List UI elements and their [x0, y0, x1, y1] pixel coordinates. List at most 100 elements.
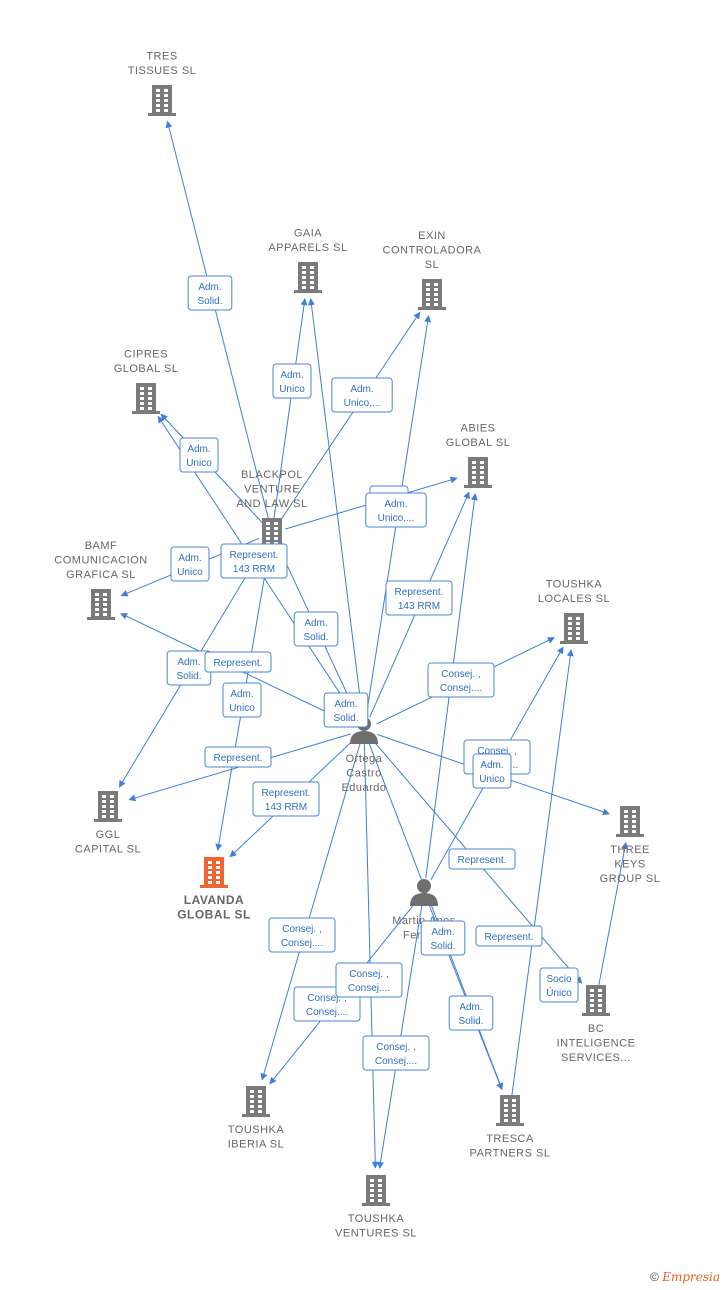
node-label: AND LAW SL: [236, 498, 307, 510]
edge-label-box: [204, 746, 272, 768]
edge-label-ortega-to-ggl[interactable]: Represent.: [204, 746, 272, 768]
edge-label-blackpol-to-tres[interactable]: Adm. Solid.: [187, 275, 233, 311]
edge-label-text: Consej....: [281, 938, 323, 949]
edge-label-box: [222, 682, 262, 718]
edge-label-blackpol-to-cipres[interactable]: Adm.Unico: [179, 437, 219, 473]
edge-label-ortega-to-toushka_iberia[interactable]: Consej. ,Consej....: [268, 917, 336, 953]
building-icon: [132, 383, 160, 414]
edge-label-text: Consej. ,: [349, 969, 388, 980]
edge-label-text: Consej....: [306, 1007, 348, 1018]
edge-label-box: [323, 692, 369, 728]
copyright-symbol: ©: [650, 1270, 659, 1284]
edge-label-text: Adm.: [459, 1002, 482, 1013]
edge-label-text: Consej. ,: [376, 1042, 415, 1053]
edge-label-ortega-to-bc[interactable]: Represent.: [475, 925, 543, 947]
edge-label-ortega-to-gaia[interactable]: Adm.Solid.: [293, 611, 339, 647]
building-icon: [496, 1095, 524, 1126]
edge-label-blackpol-to-gaia[interactable]: Adm.Unico: [272, 363, 312, 399]
edge-label-ortega-to-exin[interactable]: Adm.Unico,...: [365, 492, 427, 528]
edge-label-text: Represent.: [485, 932, 534, 943]
edge-label-box: [420, 920, 466, 956]
edge-label-text: Adm.: [230, 689, 253, 700]
edge-label-blackpol-to-exin[interactable]: Adm. Unico,...: [331, 377, 393, 413]
edge-label-ortega-to-lavanda[interactable]: Represent.143 RRM: [252, 781, 320, 817]
building-icon: [362, 1175, 390, 1206]
edge-label-text: Adm.: [350, 384, 373, 395]
edge-label-box: [539, 967, 579, 1003]
edge-label-ortega-to-abies[interactable]: Represent.143 RRM: [385, 580, 453, 616]
edge-label-text: Represent.: [262, 788, 311, 799]
edge-label-text: Adm.: [280, 370, 303, 381]
node-label: Ortega: [346, 753, 383, 765]
person-icon: [410, 879, 438, 906]
edge-label-ortega-to-blackpol[interactable]: Represent.143 RRM: [220, 543, 288, 579]
edge-label-blackpol-to-ggl[interactable]: Adm.Solid.: [166, 650, 212, 686]
edge-label-ortega-to-toushka_locales[interactable]: Consej. ,Consej....: [427, 662, 495, 698]
edge-label-text: Adm.: [187, 444, 210, 455]
edge-label-blackpol-to-lavanda[interactable]: Adm.Unico: [222, 682, 262, 718]
building-icon: [418, 279, 446, 310]
building-icon: [464, 457, 492, 488]
node-label: TRESCA: [486, 1133, 534, 1145]
edge-label-text: Represent.: [214, 753, 263, 764]
edge-label-text: Solid.: [197, 296, 222, 307]
edge-label-text: Adm.: [198, 282, 221, 293]
node-label: GAIA: [294, 228, 322, 240]
edge-label-box: [365, 492, 427, 528]
node-label: GLOBAL SL: [114, 363, 179, 375]
edge-label-text: Solid.: [333, 713, 358, 724]
edge-label-box: [331, 377, 393, 413]
node-label: TOUSHKA: [348, 1213, 405, 1225]
node-label: LOCALES SL: [538, 593, 610, 605]
edge-label-ortega-to-bamf[interactable]: Represent.: [204, 651, 272, 673]
edge-label-box: [448, 848, 516, 870]
edge-label-martin-to-toushka_locales[interactable]: Adm.Unico: [472, 753, 512, 789]
building-icon: [242, 1086, 270, 1117]
edge-label-martin-to-tresca[interactable]: Adm.Solid.: [448, 995, 494, 1031]
edge-label-text: Unico,...: [344, 398, 381, 409]
edge-label-ortega-to-tresca[interactable]: Represent.: [448, 848, 516, 870]
node-toushka_locales[interactable]: TOUSHKA LOCALES SL: [538, 579, 610, 645]
building-icon: [148, 85, 176, 116]
edge-label-text: Consej. ,: [477, 746, 516, 757]
node-label: TOUSHKA: [546, 579, 603, 591]
edge-label-text: Solid.: [430, 941, 455, 952]
edge-label-blackpol-to-bamf[interactable]: Adm.Unico: [170, 546, 210, 582]
edge-label-box: [220, 543, 288, 579]
node-label: KEYS: [614, 859, 645, 871]
edge-label-box: [427, 662, 495, 698]
node-label: IBERIA SL: [228, 1139, 284, 1151]
edge-label-text: Adm.: [384, 499, 407, 510]
edge-label-martin-to-abies[interactable]: Adm.Solid.: [420, 920, 466, 956]
node-label: CONTROLADORA: [383, 245, 482, 257]
edge-label-ortega-to-cipres[interactable]: Adm.Solid.: [323, 692, 369, 728]
node-label: GLOBAL SL: [177, 908, 251, 922]
edge-label-box: [179, 437, 219, 473]
edge-label-ortega-to-toushka_ventures[interactable]: Consej. ,Consej....: [362, 1035, 430, 1071]
footer-brand[interactable]: © Empresia: [650, 1270, 720, 1284]
node-bc[interactable]: BCINTELIGENCESERVICES...: [557, 985, 636, 1064]
edge-ortega-to-tresca: [368, 742, 504, 1091]
node-label: LAVANDA: [184, 893, 244, 907]
node-label: GRAFICA SL: [66, 569, 136, 581]
edge-tresca-to-toushka_locales: [511, 649, 574, 1097]
edge-label-text: Consej. ,: [307, 993, 346, 1004]
edge-label-martin-to-toushka_ventures[interactable]: Consej. ,Consej....: [335, 962, 403, 998]
edge-ortega-to-toushka_ventures: [363, 743, 379, 1169]
